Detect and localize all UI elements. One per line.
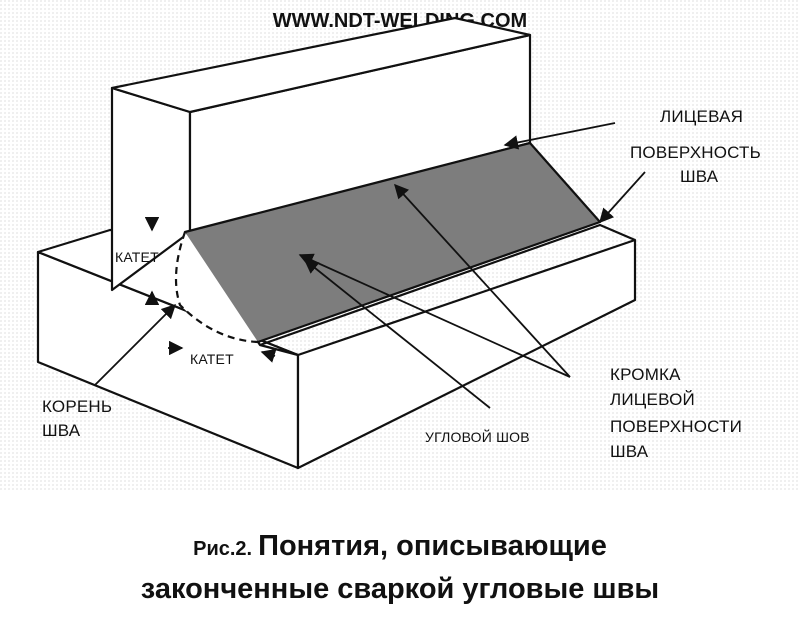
face-edge-label-line4: ШВА xyxy=(610,442,649,461)
base-plate xyxy=(36,223,637,470)
root-label-line1: КОРЕНЬ xyxy=(42,397,112,416)
figure-number: Рис.2. xyxy=(193,538,253,560)
face-edge-label-line1: КРОМКА xyxy=(610,365,681,384)
labels: ЛИЦЕВАЯ ПОВЕРХНОСТЬ ШВА КАТЕТ КАТЕТ КОРЕ… xyxy=(42,107,761,461)
face-surface-arrow-bottom xyxy=(599,171,646,224)
leg-horizontal-label: КАТЕТ xyxy=(190,351,234,367)
leg-horizontal-arrow-right xyxy=(260,348,277,363)
face-surface-label-line3: ШВА xyxy=(680,167,719,186)
face-edge-arrow-upper xyxy=(394,183,571,378)
fillet-weld-arrow xyxy=(303,259,491,409)
fillet-weld-label: УГЛОВОЙ ШОВ xyxy=(425,428,530,445)
leg-vertical-label: КАТЕТ xyxy=(115,249,159,265)
leader-lines xyxy=(94,122,646,409)
face-edge-label-line2: ЛИЦЕВОЙ xyxy=(610,390,695,409)
fillet-weld-diagram: WWW.NDT-WELDING.COM ЛИЦЕВАЯ ПОВЕРХНОСТЬ … xyxy=(0,0,800,490)
caption-line1: Рис.2.Понятия, описывающие xyxy=(0,530,800,563)
face-surface-arrow-top xyxy=(503,122,616,150)
caption-line2: законченные сваркой угловые швы xyxy=(140,573,660,605)
face-edge-label-line3: ПОВЕРХНОСТИ xyxy=(610,417,742,436)
face-edge-arrow-lower xyxy=(298,253,571,378)
caption-text-line1: Понятия, описывающие xyxy=(258,530,607,562)
root-arrow xyxy=(94,303,177,386)
face-surface-label-line2: ПОВЕРХНОСТЬ xyxy=(630,143,761,162)
face-surface-label-line1: ЛИЦЕВАЯ xyxy=(660,107,743,126)
fillet-weld xyxy=(174,141,602,344)
root-label-line2: ШВА xyxy=(42,421,81,440)
